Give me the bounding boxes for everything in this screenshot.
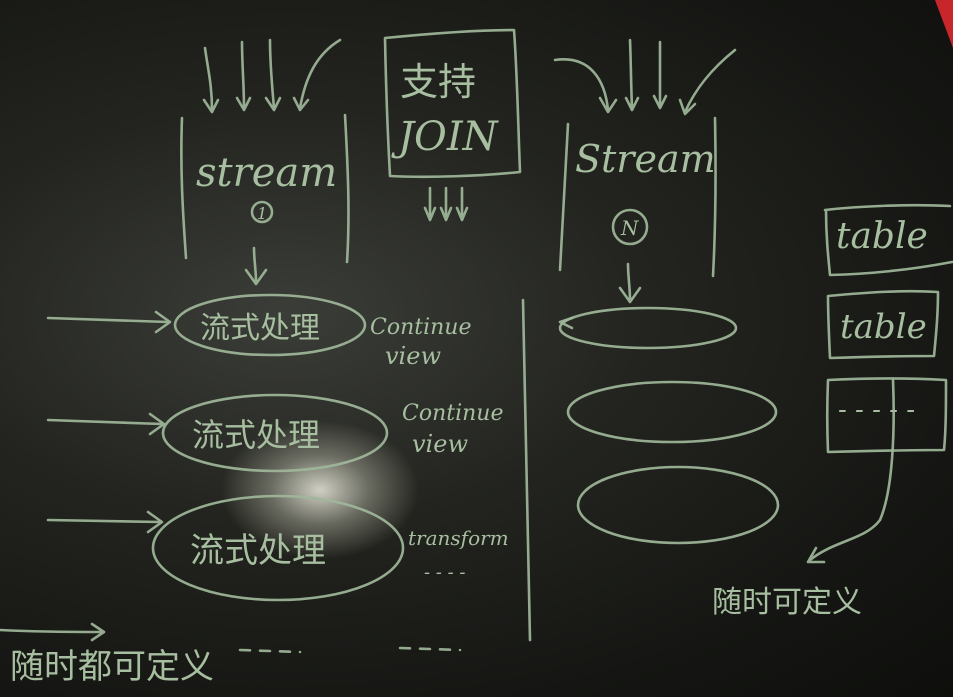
join-down-arrows [423,186,469,222]
bottom-right-note: 随时可定义 [712,585,862,620]
left-incoming-arrows [202,38,342,114]
right-ellipse-3 [576,465,780,545]
left-ellipse-3-note-line2: - - - - [424,562,466,583]
right-stream-mark-circle [611,208,649,246]
left-stream-mark: 1 [257,204,267,223]
left-ellipse-1-note-line2: view [385,342,441,370]
left-ellipse-3-label: 流式处理 [190,531,326,571]
table-2-label: table [840,307,927,347]
table-box-1 [823,203,953,277]
table-3-label: - - - - - [838,395,915,425]
left-ellipse-1-label: 流式处理 [200,311,320,346]
table-box-2 [826,289,940,360]
right-stream-title: Stream [575,137,716,181]
section-divider [521,298,532,642]
join-box-line1: 支持 [400,60,476,104]
tables-curved-arrow [806,378,895,564]
left-ellipse-2-note-line1: Continue [402,401,503,426]
bottom-left-arrow [0,622,106,642]
right-ellipse-1 [558,306,738,350]
right-stream-down-arrow [618,262,642,304]
right-stream-mark: N [620,216,640,240]
join-box [383,28,522,179]
bottom-dashes [238,646,462,654]
bottom-left-note: 随时都可定义 [10,647,214,687]
left-ellipse-2-label: 流式处理 [192,416,320,454]
left-row-arrows [46,310,172,534]
join-box-line2: JOIN [391,114,500,160]
left-stream-title: stream [196,150,337,196]
table-box-3 [825,377,948,454]
table-1-label: table [836,216,928,257]
left-ellipse-3 [151,494,405,602]
right-ellipse-2 [566,380,778,444]
left-ellipse-2 [161,393,389,473]
left-ellipse-1 [173,293,367,357]
left-ellipse-1-note-line1: Continue [370,315,471,340]
left-stream-mark-circle [250,200,274,224]
left-stream-box [180,113,350,264]
left-ellipse-3-note-line1: transform [408,526,509,550]
right-incoming-arrows [553,38,737,116]
right-stream-box [558,116,717,278]
left-stream-down-arrow [244,246,268,286]
left-ellipse-2-note-line2: view [412,430,468,458]
